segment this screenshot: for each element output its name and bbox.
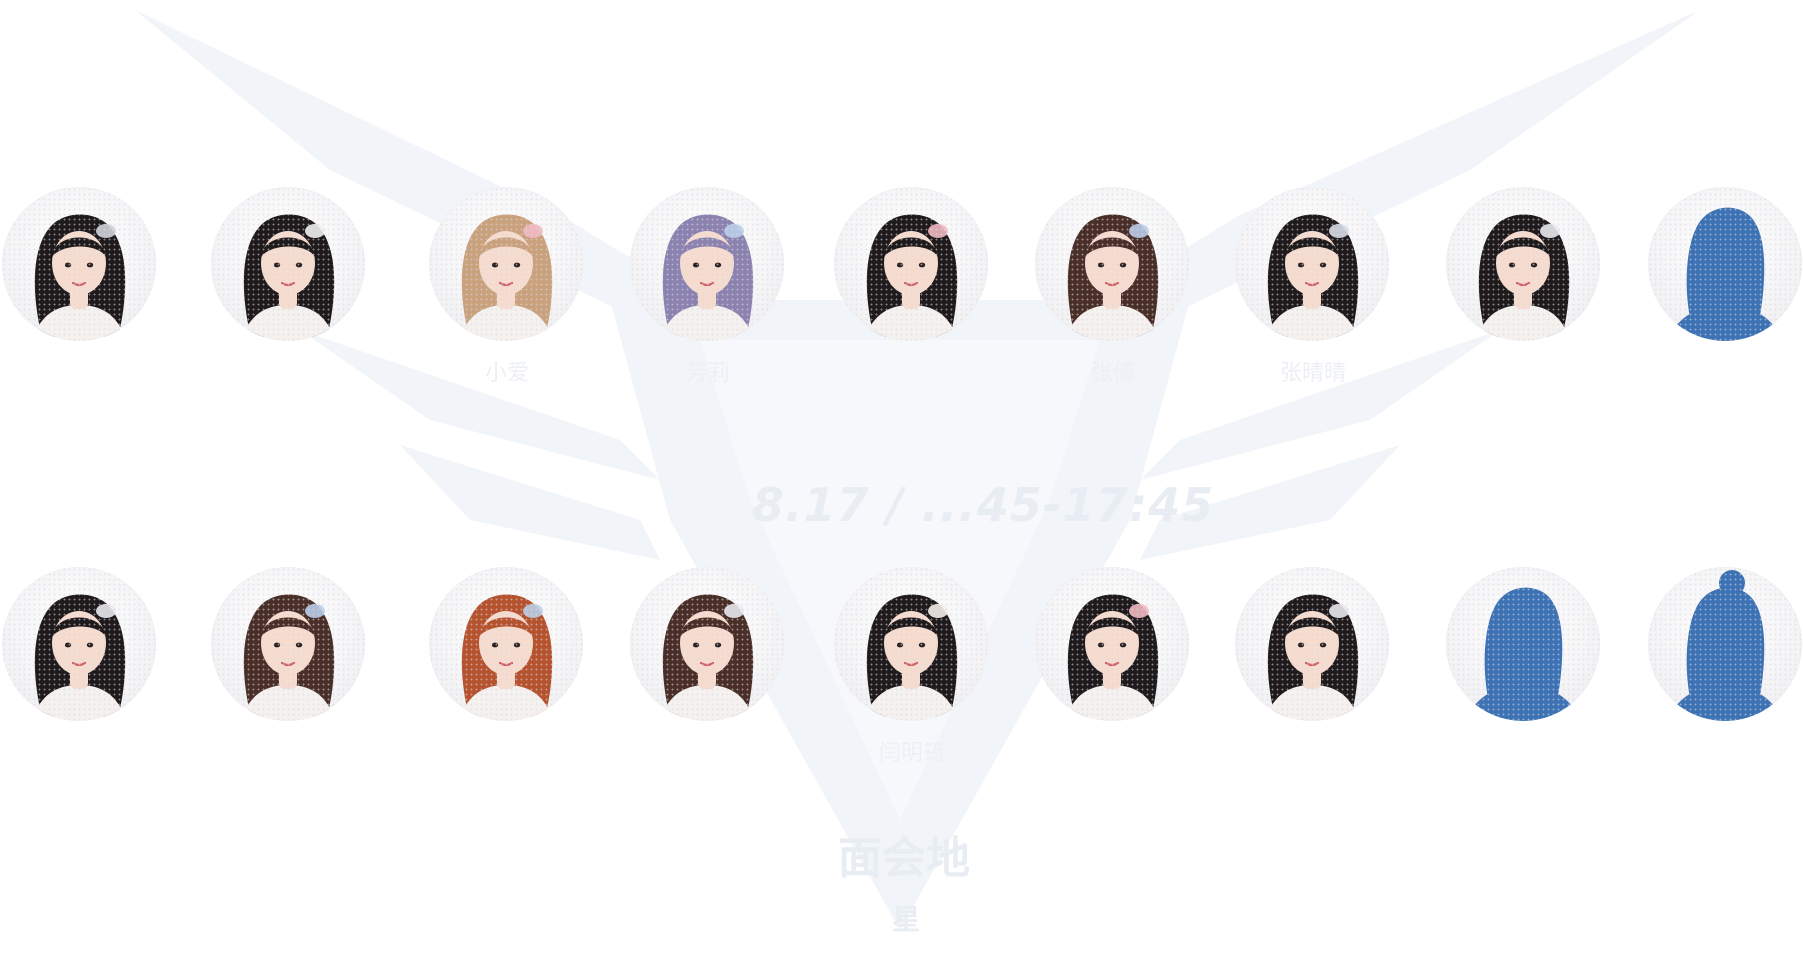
placeholder-avatar[interactable] [1648, 187, 1802, 341]
member-card[interactable] [1446, 567, 1602, 767]
member-name [211, 359, 367, 387]
member-card[interactable] [1446, 187, 1602, 387]
member-card[interactable] [2, 187, 158, 387]
member-avatar[interactable] [1235, 187, 1389, 341]
left-wing-mid [300, 330, 660, 480]
right-wing-lower [1140, 445, 1400, 560]
member-card[interactable] [1035, 567, 1191, 767]
member-name [2, 359, 158, 387]
event-time-watermark: 8.17 / ...45-17:45 [752, 478, 1215, 532]
member-card[interactable] [429, 567, 585, 767]
member-name [2, 739, 158, 767]
member-avatar[interactable] [1446, 187, 1600, 341]
member-card[interactable] [211, 187, 367, 387]
member-card[interactable]: 小爱 [429, 187, 585, 387]
member-card[interactable] [834, 187, 990, 387]
left-wing-lower [400, 445, 660, 560]
venue-watermark: 面会地 [838, 833, 970, 884]
member-avatar[interactable] [630, 187, 784, 341]
member-name: 芳莉 [685, 360, 730, 385]
member-avatar[interactable] [211, 567, 365, 721]
member-name [211, 739, 367, 767]
member-name: 张晴晴 [1279, 360, 1346, 385]
member-name: 闫明筠 [878, 740, 945, 765]
placeholder-avatar[interactable] [1648, 567, 1802, 721]
placeholder-avatar[interactable] [1446, 567, 1600, 721]
member-card[interactable] [1648, 187, 1803, 387]
member-name [429, 739, 585, 767]
venue-sub-watermark: 星 [892, 903, 921, 936]
member-name [1035, 739, 1191, 767]
member-avatar[interactable] [630, 567, 784, 721]
member-avatar[interactable] [2, 567, 156, 721]
member-name [1446, 359, 1602, 387]
member-avatar[interactable] [834, 187, 988, 341]
member-avatar[interactable] [1035, 567, 1189, 721]
member-name [1648, 359, 1803, 387]
member-name [1446, 739, 1602, 767]
member-card[interactable]: 芳莉 [630, 187, 786, 387]
member-avatar[interactable] [1235, 567, 1389, 721]
member-name [1235, 739, 1391, 767]
member-avatar[interactable] [1035, 187, 1189, 341]
member-card[interactable]: 闫明筠 [834, 567, 990, 767]
member-avatar[interactable] [429, 187, 583, 341]
member-card[interactable] [211, 567, 367, 767]
member-name [834, 359, 990, 387]
member-card[interactable]: 张倩 [1035, 187, 1191, 387]
member-avatar[interactable] [429, 567, 583, 721]
member-card[interactable] [1235, 567, 1391, 767]
member-card[interactable] [1648, 567, 1803, 767]
member-card[interactable] [630, 567, 786, 767]
member-card[interactable]: 张晴晴 [1235, 187, 1391, 387]
member-name [1648, 739, 1803, 767]
member-avatar[interactable] [211, 187, 365, 341]
member-name [630, 739, 786, 767]
member-avatar[interactable] [2, 187, 156, 341]
member-avatar[interactable] [834, 567, 988, 721]
member-card[interactable] [2, 567, 158, 767]
member-name: 张倩 [1090, 360, 1135, 385]
right-wing-mid [1140, 330, 1500, 480]
member-name: 小爱 [484, 360, 529, 385]
